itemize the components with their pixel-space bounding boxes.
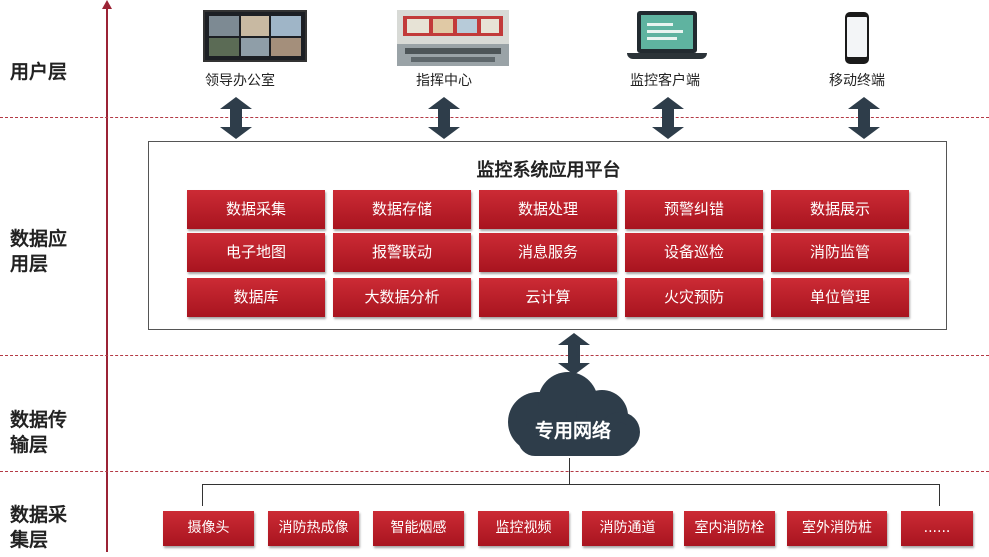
- device-thermal-imaging-button[interactable]: 消防热成像: [268, 511, 359, 546]
- layer-label-user: 用户层: [10, 61, 68, 83]
- user-caption: 监控客户端: [630, 73, 700, 89]
- device-outdoor-hydrant-button[interactable]: 室外消防桩: [787, 511, 887, 546]
- module-big-data-analysis-button[interactable]: 大数据分析: [333, 278, 471, 317]
- user-item-leader-office[interactable]: 领导办公室: [165, 0, 315, 100]
- private-network-label: 专用网络: [534, 420, 611, 442]
- mobile-phone-icon: [845, 12, 869, 64]
- module-alarm-linkage-button[interactable]: 报警联动: [333, 233, 471, 272]
- laptop-icon: [637, 11, 697, 53]
- double-arrow-icon: [652, 97, 684, 139]
- layer-label-collect: 数据采 集层: [10, 504, 68, 551]
- module-electronic-map-button[interactable]: 电子地图: [187, 233, 325, 272]
- layer-separator: [0, 471, 989, 472]
- device-indoor-hydrant-button[interactable]: 室内消防栓: [684, 511, 775, 546]
- layer-label-transfer: 数据传 输层: [10, 409, 68, 456]
- double-arrow-icon: [558, 333, 590, 375]
- platform-title: 监控系统应用平台: [476, 160, 621, 181]
- user-caption: 移动终端: [829, 73, 885, 89]
- axis-arrow-head: [102, 0, 112, 9]
- user-item-monitor-client[interactable]: 监控客户端: [590, 0, 740, 100]
- double-arrow-icon: [848, 97, 880, 139]
- connector-line: [939, 484, 940, 506]
- cloud-icon: [508, 372, 640, 456]
- command-center-image: [397, 10, 509, 66]
- layer-separator: [0, 355, 989, 356]
- module-cloud-computing-button[interactable]: 云计算: [479, 278, 617, 317]
- module-data-display-button[interactable]: 数据展示: [771, 190, 909, 229]
- vertical-axis: [106, 6, 108, 552]
- device-more-button[interactable]: ......: [901, 511, 973, 546]
- double-arrow-icon: [428, 97, 460, 139]
- module-fire-prevention-button[interactable]: 火灾预防: [625, 278, 763, 317]
- bus-line: [202, 484, 940, 485]
- user-item-command-center[interactable]: 指挥中心: [369, 0, 519, 100]
- module-database-button[interactable]: 数据库: [187, 278, 325, 317]
- video-wall-image: [203, 10, 307, 62]
- double-arrow-icon: [220, 97, 252, 139]
- device-fire-passage-button[interactable]: 消防通道: [582, 511, 673, 546]
- module-data-processing-button[interactable]: 数据处理: [479, 190, 617, 229]
- device-smart-smoke-button[interactable]: 智能烟感: [373, 511, 464, 546]
- device-camera-button[interactable]: 摄像头: [163, 511, 254, 546]
- module-warning-correction-button[interactable]: 预警纠错: [625, 190, 763, 229]
- connector-line: [202, 484, 203, 506]
- user-caption: 指挥中心: [416, 73, 472, 89]
- layer-label-app: 数据应 用层: [10, 228, 68, 275]
- user-caption: 领导办公室: [205, 73, 275, 89]
- connector-line: [569, 458, 570, 484]
- module-device-inspection-button[interactable]: 设备巡检: [625, 233, 763, 272]
- device-surveillance-video-button[interactable]: 监控视频: [478, 511, 569, 546]
- layer-separator: [0, 117, 989, 118]
- module-fire-supervision-button[interactable]: 消防监管: [771, 233, 909, 272]
- module-data-collection-button[interactable]: 数据采集: [187, 190, 325, 229]
- module-message-service-button[interactable]: 消息服务: [479, 233, 617, 272]
- module-unit-management-button[interactable]: 单位管理: [771, 278, 909, 317]
- laptop-base: [627, 53, 707, 59]
- user-item-mobile-terminal[interactable]: 移动终端: [782, 0, 932, 100]
- module-data-storage-button[interactable]: 数据存储: [333, 190, 471, 229]
